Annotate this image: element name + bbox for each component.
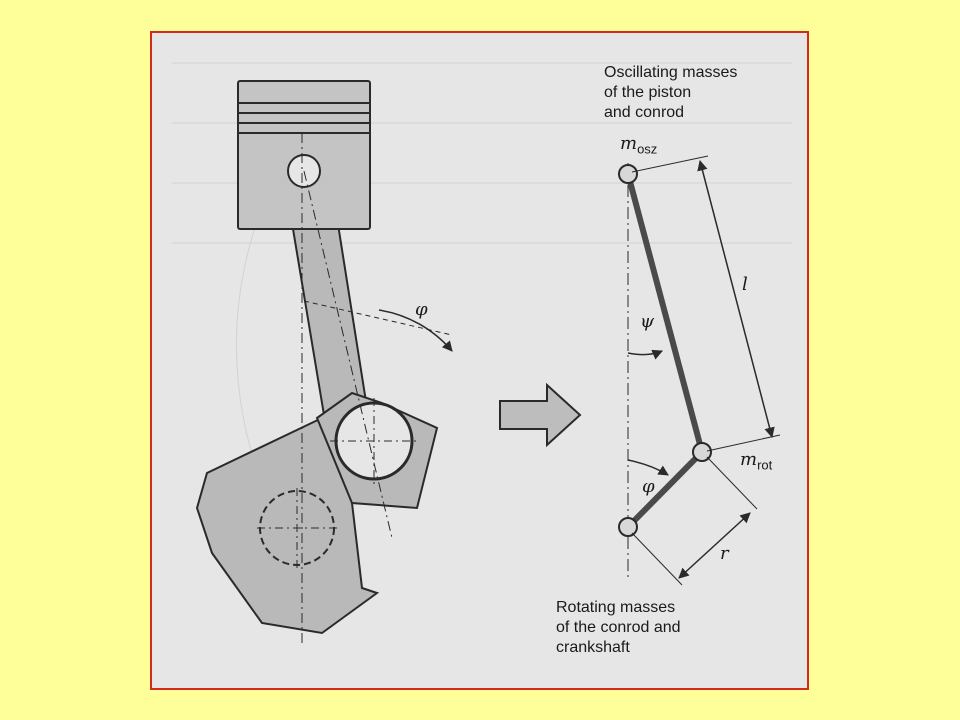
label-rotating-line-1: Rotating masses	[556, 599, 676, 616]
equivalent-conrod	[625, 173, 705, 530]
dimension-l	[631, 155, 781, 452]
symbol-m-osz-base: m	[620, 133, 638, 154]
mass-node-crank-center	[618, 517, 638, 537]
label-oscillating-line-1: Oscillating masses	[604, 64, 738, 81]
label-oscillating-line-2: of the piston	[604, 84, 692, 101]
psi-arc	[627, 349, 663, 360]
figure-frame: Oscillating masses of the piston and con…	[150, 31, 809, 690]
symbol-m-osz: mosz	[620, 135, 657, 159]
dimension-r	[631, 456, 758, 586]
symbol-psi: ψ	[640, 311, 655, 332]
angle-arcs	[627, 349, 669, 476]
mass-node-oscillating	[618, 164, 638, 184]
label-rotating-line-2: of the conrod and	[556, 619, 681, 636]
symbol-m-rot-sub: rot	[757, 457, 773, 473]
label-rotating-masses: Rotating masses of the conrod and cranks…	[556, 598, 776, 658]
piston	[237, 80, 371, 230]
symbol-r: r	[720, 543, 729, 564]
left-phi-angle	[378, 309, 453, 352]
phi-arc	[627, 459, 669, 476]
crank-journal	[257, 488, 337, 568]
symbol-m-rot-base: m	[740, 449, 758, 470]
label-rotating-line-3: crankshaft	[556, 639, 630, 656]
mass-nodes	[618, 164, 712, 537]
symbol-phi-left: φ	[415, 299, 428, 320]
transition-arrow	[499, 382, 582, 448]
symbol-phi-right: φ	[642, 476, 655, 497]
label-oscillating-masses: Oscillating masses of the piston and con…	[604, 63, 804, 123]
symbol-m-osz-sub: osz	[637, 141, 658, 157]
label-oscillating-line-3: and conrod	[604, 104, 685, 121]
big-end-bearing	[330, 398, 420, 485]
mass-node-rotating	[692, 442, 712, 462]
crank-mechanism-diagram	[172, 62, 792, 643]
symbol-m-rot: mrot	[740, 451, 772, 475]
symbol-l: l	[742, 274, 748, 295]
